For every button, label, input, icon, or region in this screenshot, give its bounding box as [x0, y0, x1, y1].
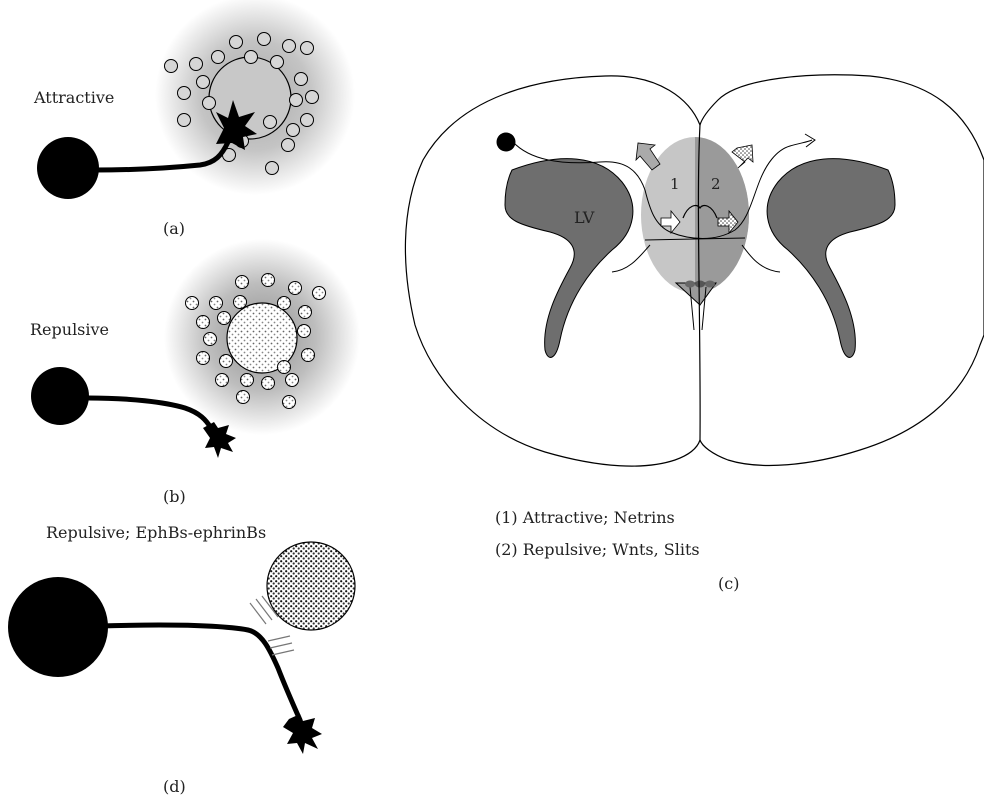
panel-a-caption: (a)	[163, 219, 185, 238]
panel-d	[8, 542, 355, 754]
floor-plate-region-2-label: 2	[711, 175, 721, 193]
panel-c	[405, 75, 984, 466]
neuron-cell-body	[31, 367, 89, 425]
canal-cell	[705, 281, 715, 288]
ephrin-expressing-cell	[267, 542, 355, 630]
panel-b	[31, 239, 360, 458]
canal-cell	[695, 281, 705, 288]
neuron-cell-body	[8, 577, 108, 677]
panel-d-caption: (d)	[163, 777, 186, 796]
panel-b-title: Repulsive	[30, 320, 109, 339]
neuron-cell-body	[37, 137, 99, 199]
commissural-neuron	[497, 133, 516, 152]
floor-plate-region-1-label: 1	[670, 175, 680, 193]
panel-a-title: Attractive	[34, 88, 114, 107]
canal-cell	[685, 281, 695, 288]
panel-b-caption: (b)	[163, 487, 186, 506]
growth-cone	[283, 714, 322, 754]
panel-d-title: Repulsive; EphBs-ephrinBs	[46, 523, 266, 542]
legend-item-attractive: (1) Attractive; Netrins	[495, 508, 675, 527]
legend-item-repulsive: (2) Repulsive; Wnts, Slits	[495, 540, 700, 559]
attractant-source	[209, 57, 291, 139]
panel-c-caption: (c)	[718, 574, 739, 593]
axon	[100, 625, 300, 720]
lv-label: LV	[574, 208, 594, 227]
